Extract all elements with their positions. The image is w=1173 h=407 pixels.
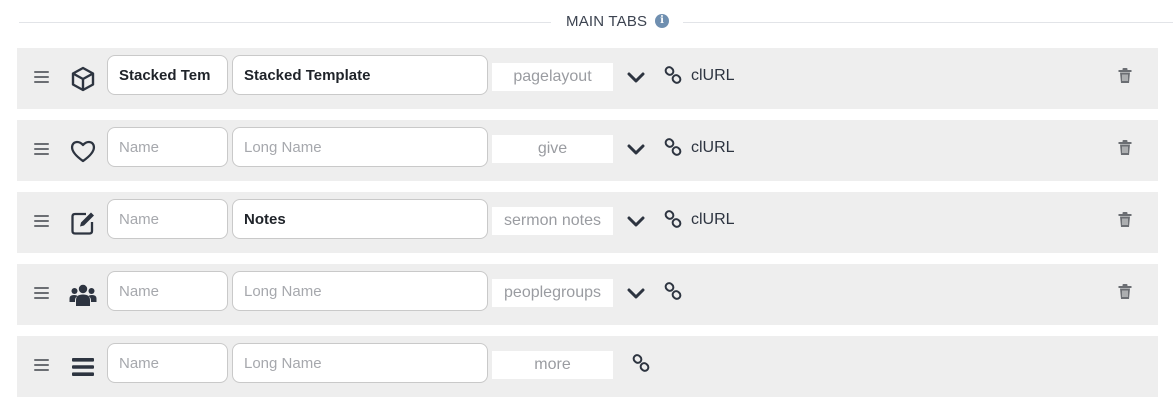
section-title: MAIN TABS bbox=[566, 13, 648, 30]
trash-icon[interactable] bbox=[1118, 140, 1132, 156]
cl-url-link[interactable]: clURL bbox=[691, 139, 735, 156]
info-icon[interactable]: i bbox=[655, 14, 669, 28]
cl-url-link[interactable]: clURL bbox=[691, 211, 735, 228]
long-name-input[interactable] bbox=[232, 199, 488, 239]
tab-type-select[interactable]: pagelayout bbox=[492, 63, 613, 91]
link-icon[interactable] bbox=[664, 210, 682, 228]
long-name-input[interactable] bbox=[232, 55, 488, 95]
bars-menu-icon[interactable] bbox=[69, 353, 97, 381]
heart-icon[interactable] bbox=[69, 137, 97, 165]
long-name-input[interactable] bbox=[232, 271, 488, 311]
drag-handle-icon[interactable] bbox=[34, 287, 49, 300]
trash-icon[interactable] bbox=[1118, 284, 1132, 300]
tab-type-select[interactable]: give bbox=[492, 135, 613, 163]
trash-icon[interactable] bbox=[1118, 68, 1132, 84]
drag-handle-icon[interactable] bbox=[34, 71, 49, 84]
link-icon[interactable] bbox=[632, 354, 650, 372]
edit-note-icon[interactable] bbox=[69, 209, 97, 237]
drag-handle-icon[interactable] bbox=[34, 215, 49, 228]
tab-type-select[interactable]: peoplegroups bbox=[492, 279, 613, 307]
tab-row: pagelayout clURL bbox=[17, 48, 1158, 109]
header-divider-left bbox=[19, 22, 551, 23]
tab-row: give clURL bbox=[17, 120, 1158, 181]
long-name-input[interactable] bbox=[232, 343, 488, 383]
drag-handle-icon[interactable] bbox=[34, 143, 49, 156]
tab-type-select[interactable]: more bbox=[492, 351, 613, 379]
tab-row: peoplegroups bbox=[17, 264, 1158, 325]
link-icon[interactable] bbox=[664, 138, 682, 156]
cl-url-link[interactable]: clURL bbox=[691, 67, 735, 84]
chevron-down-icon[interactable] bbox=[627, 215, 645, 229]
name-input[interactable] bbox=[107, 55, 228, 95]
name-input[interactable] bbox=[107, 343, 228, 383]
drag-handle-icon[interactable] bbox=[34, 359, 49, 372]
chevron-down-icon[interactable] bbox=[627, 287, 645, 301]
link-icon[interactable] bbox=[664, 282, 682, 300]
cube-icon[interactable] bbox=[69, 65, 97, 93]
name-input[interactable] bbox=[107, 271, 228, 311]
name-input[interactable] bbox=[107, 127, 228, 167]
name-input[interactable] bbox=[107, 199, 228, 239]
tab-row: more bbox=[17, 336, 1158, 397]
link-icon[interactable] bbox=[664, 66, 682, 84]
chevron-down-icon[interactable] bbox=[627, 71, 645, 85]
tab-row: sermon notes clURL bbox=[17, 192, 1158, 253]
main-tabs-header: MAIN TABS i bbox=[19, 8, 1173, 36]
long-name-input[interactable] bbox=[232, 127, 488, 167]
people-group-icon[interactable] bbox=[69, 281, 97, 309]
trash-icon[interactable] bbox=[1118, 212, 1132, 228]
chevron-down-icon[interactable] bbox=[627, 143, 645, 157]
tab-type-select[interactable]: sermon notes bbox=[492, 207, 613, 235]
header-divider-right bbox=[683, 22, 1173, 23]
